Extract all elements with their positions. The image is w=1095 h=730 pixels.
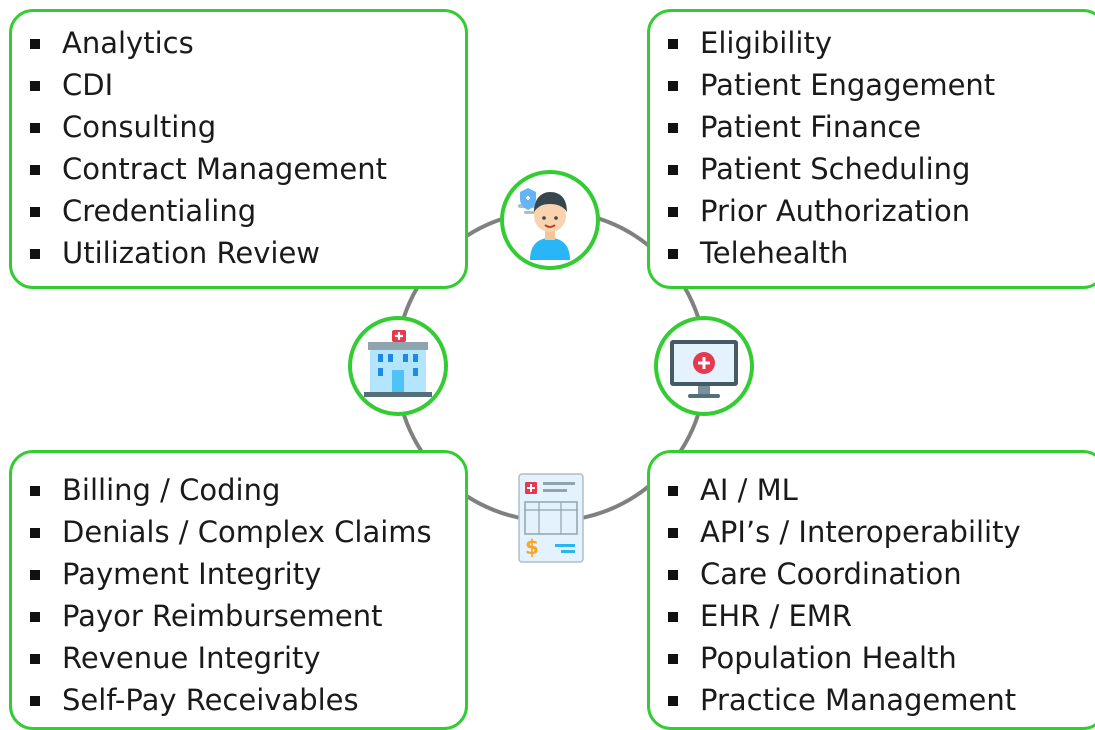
item-list: Billing / Coding Denials / Complex Claim… [24, 469, 453, 721]
list-item: Payment Integrity [24, 553, 453, 595]
list-item: Utilization Review [24, 232, 453, 274]
list-item: Self-Pay Receivables [24, 679, 453, 721]
list-item: Credentialing [24, 190, 453, 232]
list-item: Denials / Complex Claims [24, 511, 453, 553]
list-item: Care Coordination [662, 553, 1092, 595]
node-top [500, 170, 600, 270]
list-item: Population Health [662, 637, 1092, 679]
list-item: Billing / Coding [24, 469, 453, 511]
list-item: Payor Reimbursement [24, 595, 453, 637]
list-item: CDI [24, 64, 453, 106]
item-list: Analytics CDI Consulting Contract Manage… [24, 22, 453, 274]
item-list: Eligibility Patient Engagement Patient F… [662, 22, 1092, 274]
list-item: Practice Management [662, 679, 1092, 721]
list-item: Patient Finance [662, 106, 1092, 148]
list-item: Telehealth [662, 232, 1092, 274]
medical-monitor-icon [670, 340, 738, 398]
category-box-top-left: Analytics CDI Consulting Contract Manage… [9, 9, 468, 289]
healthcare-worker-icon [518, 188, 570, 260]
list-item: Patient Scheduling [662, 148, 1092, 190]
list-item: Analytics [24, 22, 453, 64]
category-box-top-right: Eligibility Patient Engagement Patient F… [647, 9, 1095, 289]
list-item: Eligibility [662, 22, 1092, 64]
category-box-bottom-right: AI / ML API’s / Interoperability Care Co… [647, 450, 1095, 730]
list-item: Consulting [24, 106, 453, 148]
node-right [654, 316, 754, 416]
list-item: API’s / Interoperability [662, 511, 1092, 553]
list-item: Contract Management [24, 148, 453, 190]
medical-bill-icon: $ [518, 473, 584, 563]
list-item: Prior Authorization [662, 190, 1092, 232]
svg-text:$: $ [525, 535, 539, 559]
category-box-bottom-left: Billing / Coding Denials / Complex Claim… [9, 450, 468, 730]
list-item: EHR / EMR [662, 595, 1092, 637]
node-left [348, 316, 448, 416]
list-item: Revenue Integrity [24, 637, 453, 679]
item-list: AI / ML API’s / Interoperability Care Co… [662, 469, 1092, 721]
hospital-building-icon [364, 330, 432, 397]
list-item: AI / ML [662, 469, 1092, 511]
list-item: Patient Engagement [662, 64, 1092, 106]
